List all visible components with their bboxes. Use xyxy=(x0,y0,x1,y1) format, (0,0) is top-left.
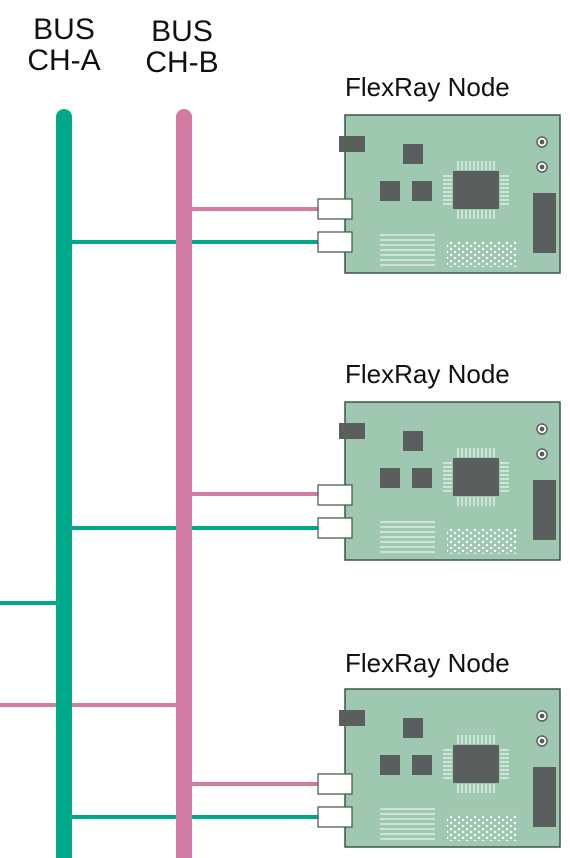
node-3-connector-a xyxy=(317,806,353,828)
node-1-connector-a xyxy=(317,231,353,253)
bus-ch-a-label-line2: CH-A xyxy=(27,44,101,77)
bus-ch-b-label: BUS CH-B xyxy=(132,16,232,78)
node-1-board xyxy=(338,114,561,274)
bus-ch-b-label-line2: CH-B xyxy=(145,46,219,79)
node-1-title: FlexRay Node xyxy=(345,72,510,102)
node-3-title: FlexRay Node xyxy=(345,648,510,678)
bus-ch-a-label: BUS CH-A xyxy=(14,14,114,76)
node-2-title: FlexRay Node xyxy=(345,359,510,389)
bus-ch-b-label-line1: BUS xyxy=(151,15,213,48)
node-1-connector-b xyxy=(317,198,353,220)
node-3-board xyxy=(338,688,561,848)
node-2-connector-a xyxy=(317,517,353,539)
node-3-connector-b xyxy=(317,773,353,795)
node-2-connector-b xyxy=(317,484,353,506)
bus-ch-a-label-line1: BUS xyxy=(33,13,95,46)
node-2-board xyxy=(338,401,561,561)
